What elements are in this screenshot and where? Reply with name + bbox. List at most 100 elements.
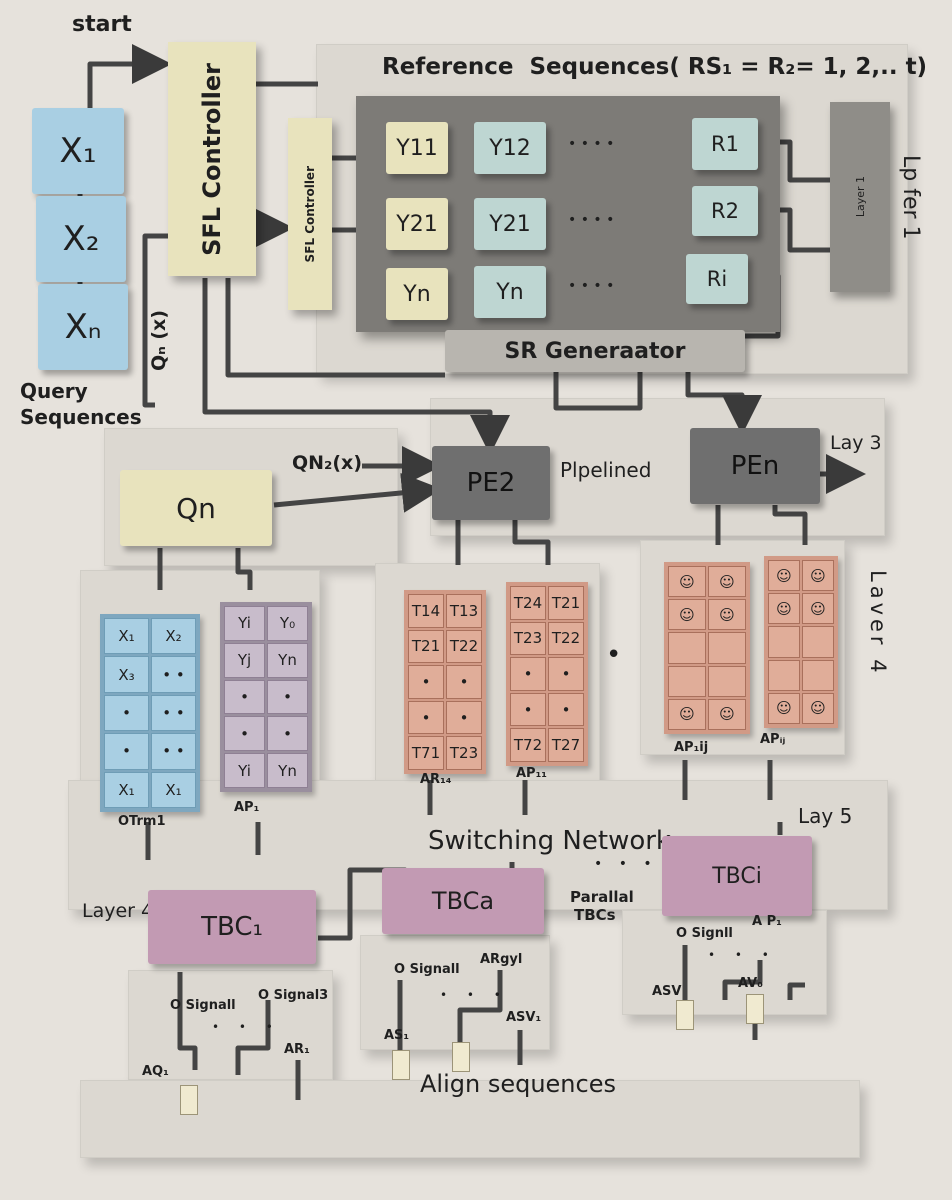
qt-cell: Yj — [224, 642, 265, 678]
ap1-label: AP₁ — [234, 800, 260, 815]
xn-label: Xₙ — [64, 307, 102, 347]
tt-cell: T23 — [446, 736, 482, 770]
sfl-controller-small: SFL Controller — [288, 118, 332, 310]
tbca-block: TBCa — [382, 868, 544, 934]
qt-cell: X₁ — [151, 771, 196, 808]
reference-sequences-title: Reference Sequences( RS₁ = R₂= 1, 2,.. t… — [382, 54, 928, 80]
sr-generator: SR Generaator — [445, 330, 745, 372]
tt-cell: T27 — [548, 728, 584, 762]
tt-cell: • — [446, 700, 482, 735]
qn-label: Qn — [176, 491, 216, 525]
pe2-label: PE2 — [466, 468, 516, 498]
argy-label: ARgyl — [480, 952, 523, 967]
avr-label: AV₀ — [738, 976, 763, 991]
smiley-icon: ☺ — [802, 692, 834, 724]
query-block-x2: X₂ — [36, 196, 126, 282]
ref-y12: Y12 — [474, 122, 546, 174]
tbci-label: TBCi — [712, 863, 762, 889]
ref-y11-label: Y11 — [396, 135, 438, 161]
smiley-icon: ☺ — [802, 593, 834, 625]
connector-plug — [452, 1042, 470, 1072]
ap1-tbci-label: A P₁ — [752, 914, 782, 929]
as1-label: AS₁ — [384, 1028, 410, 1043]
ar14-label: AR₁₄ — [420, 772, 452, 787]
qt-cell: • — [224, 679, 265, 715]
pen-label: PEn — [730, 451, 780, 481]
tt-cell: T24 — [510, 586, 546, 620]
ref-y21b-label: Y21 — [489, 211, 531, 237]
face-cell — [802, 626, 834, 658]
smiley-icon: ☺ — [668, 599, 706, 631]
tbc1-block: TBC₁ — [148, 890, 316, 964]
ref-row2-dots: • • • • — [568, 212, 615, 228]
smiley-icon: ☺ — [768, 692, 800, 724]
lay5-label: Lay 5 — [798, 804, 853, 828]
o-signal3-label: O Signal3 — [258, 988, 329, 1003]
qt-cell: Y₀ — [267, 606, 308, 641]
x1-label: X₁ — [59, 131, 97, 171]
qt-cell: • • — [151, 733, 196, 770]
face-cell — [768, 626, 800, 658]
sr-generator-label: SR Generaator — [504, 338, 686, 364]
qn-x-label: Qₙ (x) — [148, 310, 170, 372]
qt-cell: • — [267, 679, 308, 715]
o-signal1-label: O Signall — [170, 998, 236, 1013]
face-cell — [768, 659, 800, 691]
qt-cell: Yi — [224, 753, 265, 788]
ar1-label: AR₁ — [284, 1042, 310, 1057]
face-cell — [802, 659, 834, 691]
otrm1-label: OTrm1 — [118, 814, 166, 829]
query-block-xn: Xₙ — [38, 284, 128, 370]
ref-row1-dots: • • • • — [568, 136, 615, 152]
pe2-block: PE2 — [432, 446, 550, 520]
ref-r2: R2 — [692, 186, 758, 236]
pipelined-label: Plpelined — [560, 458, 652, 482]
qt-cell: Yn — [267, 642, 308, 678]
t-table-left: T14 T13 T21 T22 • • • • T71 T23 — [404, 590, 486, 774]
ref-r2-label: R2 — [711, 199, 739, 223]
ref-y21a: Y21 — [386, 198, 448, 250]
ref-y21a-label: Y21 — [396, 211, 438, 237]
tt-cell: • — [548, 657, 584, 691]
connector-plug — [676, 1000, 694, 1030]
tbc1-label: TBC₁ — [201, 912, 263, 942]
ref-yn-a: Yn — [386, 268, 448, 320]
ref-yn-b: Yn — [474, 266, 546, 318]
tt-cell: T21 — [548, 586, 584, 620]
ref-row3-dots: • • • • — [568, 278, 615, 294]
tt-cell: • — [510, 692, 546, 727]
tt-cell: • — [408, 700, 444, 735]
smiley-icon: ☺ — [768, 593, 800, 625]
tt-cell: • — [446, 665, 482, 699]
qt-cell: X₂ — [151, 618, 196, 655]
qt-cell: • • — [151, 694, 196, 732]
tt-cell: T22 — [548, 621, 584, 656]
face-cell — [668, 665, 706, 697]
connector-plug — [746, 994, 764, 1024]
qt-cell: • • — [151, 656, 196, 693]
layer1-block: Layer 1 — [830, 102, 890, 292]
tt-cell: T22 — [446, 629, 482, 664]
ref-yn-a-label: Yn — [403, 281, 431, 307]
smiley-icon: ☺ — [802, 560, 834, 592]
tbca-label: TBCa — [431, 887, 495, 915]
ref-y12-label: Y12 — [489, 135, 531, 161]
tt-cell: • — [510, 657, 546, 691]
ref-r1-label: R1 — [711, 132, 739, 156]
ap11-label: AP₁₁ — [516, 766, 547, 781]
sfl-controller-label: SFL Controller — [198, 62, 226, 256]
layer1-side-label: Lp fer 1 — [898, 155, 923, 240]
smiley-icon: ☺ — [768, 560, 800, 592]
query-block-x1: X₁ — [32, 108, 124, 194]
face-cell — [668, 632, 706, 664]
ref-y21b: Y21 — [474, 198, 546, 250]
query-table-right: Yi Y₀ Yj Yn • • • • Yi Yn — [220, 602, 312, 792]
tbcs-label: TBCs — [574, 906, 616, 924]
tt-cell: T13 — [446, 594, 482, 628]
face-table-left: ☺ ☺ ☺ ☺ ☺ ☺ — [664, 562, 750, 734]
tt-cell: • — [548, 692, 584, 727]
qt-cell: • — [104, 694, 149, 732]
pen-block: PEn — [690, 428, 820, 504]
qn-block: Qn — [120, 470, 272, 546]
